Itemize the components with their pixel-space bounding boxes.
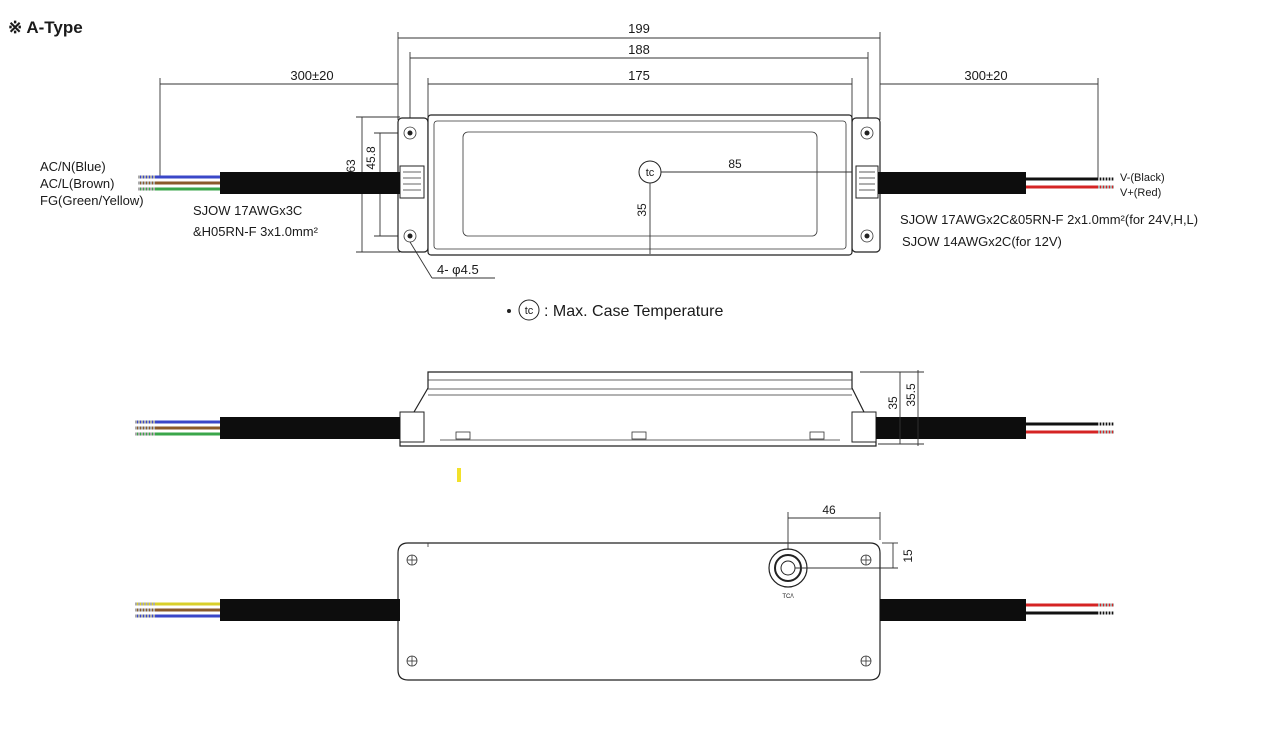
dim-tc-y: 35 <box>635 203 649 217</box>
legend-text: : Max. Case Temperature <box>544 303 723 320</box>
dim-side-h2: 35.5 <box>904 383 918 407</box>
dim-height-mount: 45.8 <box>364 146 378 170</box>
dim-height-overall: 63 <box>344 159 358 173</box>
dim-side-h1: 35 <box>886 396 900 410</box>
wire-output-neg: V-(Black) <box>1120 172 1165 184</box>
cable-output-spec-1: SJOW 17AWGx2C&05RN-F 2x1.0mm²(for 24V,H,… <box>900 212 1198 227</box>
dim-tc-x: 85 <box>728 157 742 171</box>
wire-input-fg: FG(Green/Yellow) <box>40 193 144 208</box>
dim-bottom-y: 15 <box>901 549 915 563</box>
dim-mount: 188 <box>628 42 650 57</box>
hole-callout: 4- φ4.5 <box>437 262 479 277</box>
bottom-tc-label: TC/\ <box>782 594 794 600</box>
legend-tc-symbol: tc <box>525 305 534 317</box>
dim-lead-right: 300±20 <box>964 68 1007 83</box>
dim-lead-left: 300±20 <box>290 68 333 83</box>
side-view: 35 35.5 <box>135 370 1114 482</box>
top-view: 199 188 175 300±20 300±20 63 45.8 <box>40 21 1198 279</box>
bottom-view: TC/\ 46 15 <box>135 503 1114 681</box>
cable-output-spec-2: SJOW 14AWGx2C(for 12V) <box>902 234 1062 249</box>
wire-input-n: AC/N(Blue) <box>40 159 106 174</box>
dim-case: 175 <box>628 68 650 83</box>
screw-icon <box>406 554 872 667</box>
mount-hole-icon <box>403 126 874 243</box>
wire-output-pos: V+(Red) <box>1120 187 1161 199</box>
cable-input-spec-1: SJOW 17AWGx3C <box>193 203 302 218</box>
drawing-title: ※ A-Type <box>8 18 83 37</box>
dim-overall: 199 <box>628 21 650 36</box>
tc-legend: tc : Max. Case Temperature <box>507 299 723 321</box>
dim-bottom-x: 46 <box>822 503 836 517</box>
wire-input-l: AC/L(Brown) <box>40 176 114 191</box>
tc-point-icon <box>768 548 808 588</box>
cable-input-spec-2: &H05RN-F 3x1.0mm² <box>193 224 319 239</box>
marker-mark <box>457 468 461 482</box>
tc-symbol: tc <box>646 167 655 179</box>
